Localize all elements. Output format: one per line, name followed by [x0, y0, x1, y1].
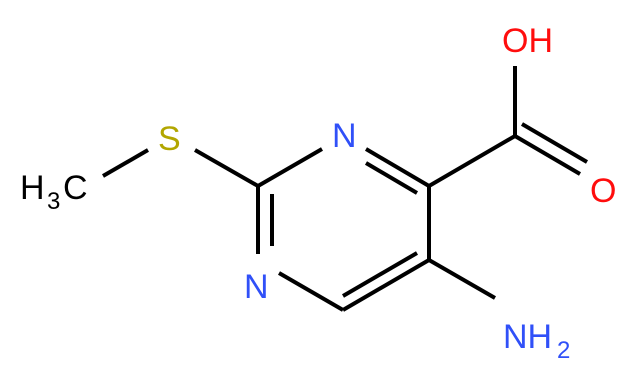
hydroxyl-label: OH: [502, 22, 553, 60]
bond-c5-c6: [341, 258, 431, 312]
bond-methyl-sulfur: [101, 148, 150, 178]
amino-subscript: 2: [557, 337, 570, 364]
sulfur-label: S: [158, 120, 181, 158]
methyl-c: C: [63, 169, 88, 207]
methyl-label: H 3 C: [20, 169, 88, 215]
bond-n3-c4-inner: [364, 161, 419, 195]
amino-nh: NH: [503, 318, 552, 356]
bond-sulfur-c2: [194, 148, 259, 188]
amino-label: NH 2: [503, 318, 570, 364]
bond-c5-amino: [428, 258, 496, 300]
bond-c5-c6-inner: [341, 251, 419, 298]
ring-nitrogen-3-label: N: [332, 117, 357, 155]
bond-n3-c4: [364, 147, 431, 188]
methyl-h: H: [20, 169, 45, 207]
bond-c2-n3: [256, 147, 324, 188]
bond-carboxyl-oxygen: [513, 134, 582, 176]
bonds: [101, 66, 589, 312]
methyl-subscript: 3: [47, 188, 60, 215]
bond-c6-n1: [277, 271, 345, 312]
bond-carboxyl-oxygen-second: [520, 122, 589, 164]
atom-labels: OH O N N S H 3 C NH 2: [20, 22, 616, 364]
carbonyl-oxygen-label: O: [590, 172, 616, 210]
ring-nitrogen-1-label: N: [244, 268, 269, 306]
bond-c4-carboxyl: [427, 134, 517, 188]
